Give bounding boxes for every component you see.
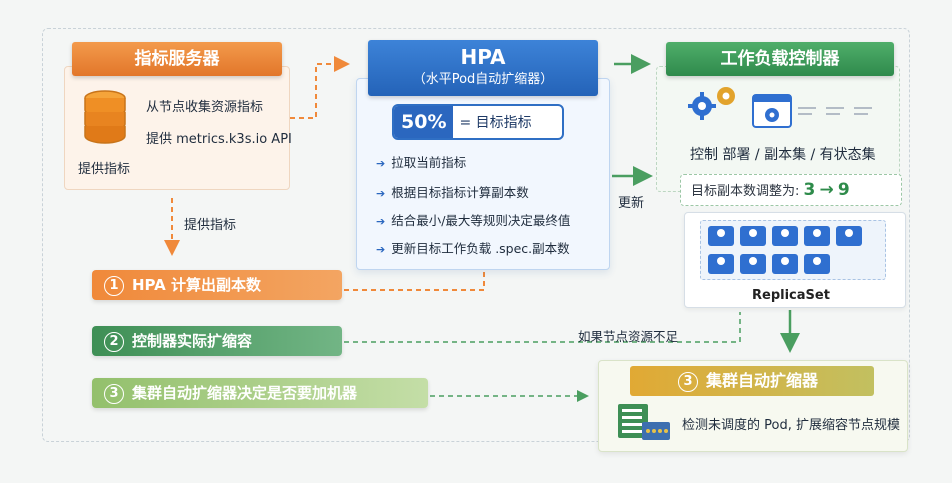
step-label: HPA 计算出副本数 xyxy=(132,276,262,294)
pod-icon xyxy=(772,226,798,246)
cluster-autoscaler-title: 集群自动扩缩器 xyxy=(706,371,819,390)
hpa-header: HPA （水平Pod自动扩缩器） xyxy=(368,40,598,96)
hpa-step: ➔拉取当前指标 xyxy=(376,155,467,170)
replicaset-label: ReplicaSet xyxy=(752,288,830,303)
server-rack-icon xyxy=(618,404,670,440)
arrow-hpa-to-bar1 xyxy=(344,272,485,291)
replica-adjust-label: 目标副本数调整为: xyxy=(691,184,800,199)
pod-icon xyxy=(772,254,798,274)
pod-icon xyxy=(740,226,766,246)
list-lines-icon xyxy=(798,107,872,115)
step-number: 3 xyxy=(678,372,698,392)
metrics-server-panel xyxy=(64,66,290,190)
arrow-right-icon: ➔ xyxy=(376,157,386,170)
target-percent: 50% xyxy=(394,106,454,138)
workload-title: 工作负载控制器 xyxy=(666,42,894,76)
arrow-metrics-to-hpa xyxy=(290,56,350,119)
target-label: = 目标指标 xyxy=(459,115,532,131)
cluster-autoscaler-header: 3 集群自动扩缩器 xyxy=(630,366,874,396)
pod-icon xyxy=(804,226,830,246)
arrow-right-icon: ➔ xyxy=(376,243,386,256)
metrics-server-title: 指标服务器 xyxy=(72,42,282,76)
replica-to: 9 xyxy=(837,180,850,200)
pod-icon xyxy=(708,226,734,246)
step-number: 3 xyxy=(104,384,124,404)
insufficient-label: 如果节点资源不足 xyxy=(578,329,679,344)
step-bar-hpa: 1 HPA 计算出副本数 xyxy=(92,270,342,300)
target-metric-box: 50% = 目标指标 xyxy=(392,104,564,140)
diagram-frame xyxy=(42,28,910,442)
step-bar-cluster-autoscaler: 3 集群自动扩缩器决定是否要加机器 xyxy=(92,378,428,408)
provide-metrics-label: 提供指标 xyxy=(184,218,237,233)
replica-adjust-box: 目标副本数调整为: 3 → 9 xyxy=(680,174,902,206)
step-number: 2 xyxy=(104,332,124,352)
gears-icon xyxy=(688,87,735,120)
step-number: 1 xyxy=(104,276,124,296)
hpa-subtitle: （水平Pod自动扩缩器） xyxy=(412,72,554,87)
metrics-line1: 从节点收集资源指标 xyxy=(146,100,264,115)
replica-from: 3 xyxy=(803,180,816,200)
cluster-autoscaler-desc: 检测未调度的 Pod, 扩展缩容节点规模 xyxy=(682,418,900,433)
arrow-right-icon: ➔ xyxy=(376,187,386,200)
pod-icon xyxy=(740,254,766,274)
hpa-step: ➔结合最小/最大等规则决定最终值 xyxy=(376,213,571,228)
metrics-provide: 提供指标 xyxy=(78,162,131,177)
step-label: 集群自动扩缩器决定是否要加机器 xyxy=(132,384,358,402)
step-bar-controller: 2 控制器实际扩缩容 xyxy=(92,326,342,356)
replica-arrow: → xyxy=(819,180,834,200)
database-icon xyxy=(84,90,126,144)
workload-panel xyxy=(656,66,900,192)
hpa-step: ➔更新目标工作负载 .spec.副本数 xyxy=(376,241,570,256)
pod-icon xyxy=(804,254,830,274)
workload-desc: 控制 部署 / 副本集 / 有状态集 xyxy=(690,147,876,163)
window-gear-icon xyxy=(752,94,792,128)
hpa-step: ➔根据目标指标计算副本数 xyxy=(376,185,529,200)
pod-icon xyxy=(836,226,862,246)
pod-icon xyxy=(708,254,734,274)
metrics-line2: 提供 metrics.k3s.io API xyxy=(146,132,292,147)
arrow-right-icon: ➔ xyxy=(376,215,386,228)
update-label: 更新 xyxy=(618,196,645,211)
hpa-title: HPA xyxy=(460,45,506,69)
step-label: 控制器实际扩缩容 xyxy=(132,332,253,350)
arrow-bar2-to-replicaset xyxy=(344,312,741,343)
